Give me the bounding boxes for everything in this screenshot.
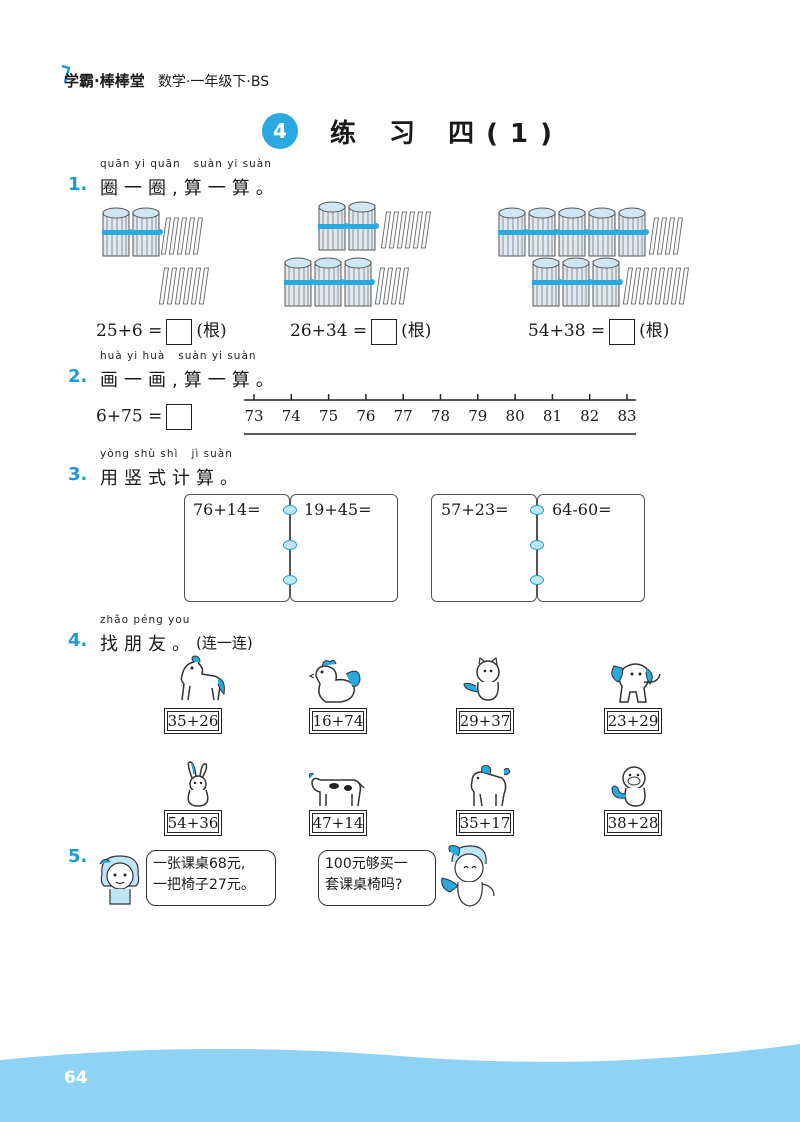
expression-tag[interactable]: 29+37 xyxy=(456,708,514,734)
brand-name: 学霸·棒棒堂 xyxy=(64,72,145,90)
answer-box[interactable] xyxy=(609,318,636,345)
q1-pinyin: quān yi quān suàn yi suàn xyxy=(100,158,272,170)
number-line-tick-label: 82 xyxy=(580,407,600,425)
number-line xyxy=(244,394,636,435)
binder-ring-icon xyxy=(283,540,297,550)
binder-ring-icon xyxy=(530,505,544,515)
q1-equation-2: 26+34 =(根) xyxy=(290,316,431,345)
expression-tag[interactable]: 16+74 xyxy=(309,708,367,734)
number-line-tick-label: 73 xyxy=(244,407,264,425)
binder-ring-icon xyxy=(530,575,544,585)
q1-text: 圈一圈,算一算。 xyxy=(100,178,280,199)
lesson-number-badge: 4 xyxy=(262,113,298,149)
q3-text: 用竖式计算。 xyxy=(100,468,244,489)
calc-page-2[interactable] xyxy=(290,494,398,602)
number-line-tick-label: 79 xyxy=(468,407,488,425)
rabbit-icon[interactable] xyxy=(172,760,224,810)
speech-bubble-question: 100元够买一 套课桌椅吗? xyxy=(318,850,436,906)
q1-equation-1: 25+6 =(根) xyxy=(96,316,227,345)
answer-box[interactable] xyxy=(166,318,193,345)
goat-icon[interactable] xyxy=(462,764,514,810)
expression-tag[interactable]: 54+36 xyxy=(164,810,222,836)
number-line-tick-label: 75 xyxy=(319,407,339,425)
q2-pinyin: huà yi huà suàn yi suàn xyxy=(100,350,257,362)
expression-tag[interactable]: 35+26 xyxy=(164,708,222,734)
calc-problem-1: 76+14= xyxy=(193,500,261,519)
number-line-tick-label: 80 xyxy=(505,407,525,425)
q3-number: 3. xyxy=(68,464,88,485)
q3-pinyin: yòng shù shì jì suàn xyxy=(100,448,233,460)
calc-page-3[interactable] xyxy=(431,494,537,602)
q2-number: 2. xyxy=(68,366,88,387)
q2-equation: 6+75 = xyxy=(96,404,196,430)
q4-number: 4. xyxy=(68,630,88,651)
cow-icon[interactable] xyxy=(306,770,366,810)
answer-box[interactable] xyxy=(371,318,398,345)
elephant-icon[interactable] xyxy=(606,658,664,708)
calc-page-4[interactable] xyxy=(537,494,645,602)
q4-text: 找朋友。 xyxy=(100,634,196,655)
kitten-icon[interactable] xyxy=(458,656,512,708)
expression-tag[interactable]: 38+28 xyxy=(604,810,662,836)
rooster-icon[interactable] xyxy=(308,656,368,708)
q4-pinyin: zhǎo péng you xyxy=(100,614,191,626)
boy-character-icon xyxy=(441,845,495,907)
page-title: 练 习 四(1) xyxy=(330,119,564,149)
binder-ring-icon xyxy=(283,505,297,515)
girl-character-icon xyxy=(99,855,140,905)
q1-number: 1. xyxy=(68,174,88,195)
number-line-tick-label: 76 xyxy=(356,407,376,425)
page-number: 64 xyxy=(64,1068,88,1088)
calc-problem-2: 19+45= xyxy=(304,500,372,519)
binder-ring-icon xyxy=(530,540,544,550)
expression-tag[interactable]: 35+17 xyxy=(456,810,514,836)
expression-tag[interactable]: 47+14 xyxy=(309,810,367,836)
calc-problem-4: 64-60= xyxy=(552,500,612,519)
footer-wave xyxy=(0,1044,800,1122)
number-line-tick-label: 74 xyxy=(281,407,301,425)
horse-icon[interactable] xyxy=(168,654,228,708)
monkey-icon[interactable] xyxy=(606,764,660,810)
expression-tag[interactable]: 23+29 xyxy=(604,708,662,734)
answer-box[interactable] xyxy=(166,404,193,430)
calc-problem-3: 57+23= xyxy=(441,500,509,519)
speech-bubble-price: 一张课桌68元, 一把椅子27元。 xyxy=(146,850,276,906)
number-line-tick-label: 83 xyxy=(617,407,637,425)
q1-equation-3: 54+38 =(根) xyxy=(528,316,669,345)
subject-label: 数学·一年级下·BS xyxy=(157,74,270,90)
number-line-tick-label: 81 xyxy=(542,407,562,425)
q2-text: 画一画,算一算。 xyxy=(100,370,280,391)
binder-ring-icon xyxy=(283,575,297,585)
q5-number: 5. xyxy=(68,846,88,867)
q1-counting-sticks-illustration xyxy=(101,201,689,307)
number-line-tick-label: 77 xyxy=(393,407,413,425)
header-brand: 学霸·棒棒堂 数学·一年级下·BS xyxy=(64,70,269,91)
q4-note: (连一连) xyxy=(196,634,253,652)
graduation-cap-icon xyxy=(61,64,70,83)
number-line-tick-label: 78 xyxy=(430,407,451,425)
